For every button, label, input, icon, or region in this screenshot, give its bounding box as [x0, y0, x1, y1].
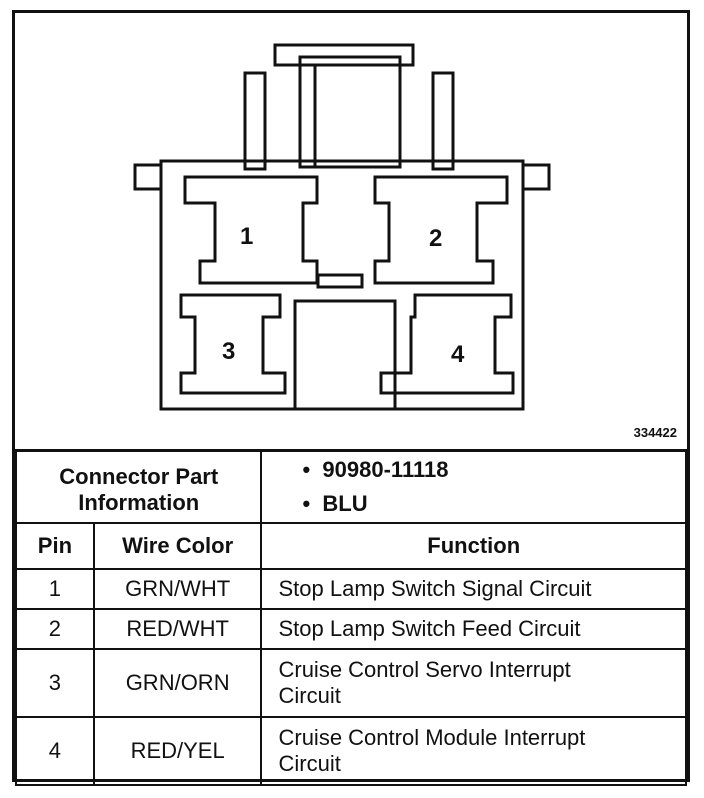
reference-number: 334422 — [633, 425, 677, 440]
info-label-line2: Information — [78, 489, 200, 515]
connector-info-label: Connector Part Information — [14, 449, 263, 524]
table-row: 4 RED/YEL Cruise Control Module Interrup… — [15, 716, 687, 786]
connector-info-row: Connector Part Information • 90980-11118… — [14, 449, 687, 524]
pin-label-1: 1 — [240, 223, 254, 250]
function-line-2: Circuit — [278, 683, 341, 708]
table-row: 2 RED/WHT Stop Lamp Switch Feed Circuit — [15, 608, 687, 650]
top-latch-tab — [273, 43, 415, 67]
info-item-color: • BLU — [302, 491, 368, 516]
function-line: Cruise Control Servo Interrupt — [278, 657, 571, 682]
connector-color: BLU — [322, 491, 368, 516]
row-pin: 2 — [15, 608, 95, 650]
row-wire-color: RED/YEL — [92, 716, 263, 786]
header-wire-color: Wire Color — [92, 522, 263, 570]
function-line: Stop Lamp Switch Feed Circuit — [278, 616, 581, 641]
row-wire-color: GRN/ORN — [92, 648, 263, 718]
row-pin: 3 — [15, 648, 95, 718]
right-post — [431, 71, 455, 171]
function-line: Stop Lamp Switch Signal Circuit — [278, 576, 592, 601]
center-recess — [293, 299, 397, 409]
info-label-line1: Connector Part — [59, 463, 219, 489]
table-row: 1 GRN/WHT Stop Lamp Switch Signal Circui… — [15, 568, 687, 610]
row-pin: 1 — [15, 568, 95, 610]
row-pin: 4 — [15, 716, 95, 786]
cavity-1 — [183, 175, 319, 285]
pinout-table: Connector Part Information • 90980-11118… — [14, 449, 687, 786]
connector-frame: 1 2 3 4 334422 Connector Part Informatio… — [12, 10, 690, 786]
row-function: Cruise Control Module Interrupt Circuit — [260, 716, 687, 786]
row-function: Stop Lamp Switch Feed Circuit — [260, 608, 687, 650]
cavity-2 — [373, 175, 509, 285]
cavity-4 — [379, 293, 515, 395]
header-pin: Pin — [15, 522, 95, 570]
table-row: 3 GRN/ORN Cruise Control Servo Interrupt… — [15, 648, 687, 718]
center-slot — [316, 273, 364, 289]
connector-diagram: 1 2 3 4 334422 — [15, 13, 687, 449]
pin-label-2: 2 — [429, 225, 443, 252]
part-number: 90980-11118 — [322, 457, 449, 482]
info-item-part-number: • 90980-11118 — [302, 457, 449, 482]
left-ear — [133, 163, 163, 191]
function-line-2: Circuit — [278, 751, 341, 776]
function-line: Cruise Control Module Interrupt — [278, 725, 586, 750]
header-function: Function — [260, 522, 687, 570]
cavity-3 — [179, 293, 287, 395]
row-wire-color: GRN/WHT — [92, 568, 263, 610]
pin-label-3: 3 — [222, 338, 236, 365]
connector-info-list: • 90980-11118 • BLU — [260, 449, 687, 524]
left-post — [243, 71, 267, 171]
row-function: Cruise Control Servo Interrupt Circuit — [260, 648, 687, 718]
table-header-row: Pin Wire Color Function — [15, 522, 687, 570]
right-ear — [521, 163, 551, 191]
connector-face-drawing — [133, 43, 551, 411]
row-function: Stop Lamp Switch Signal Circuit — [260, 568, 687, 610]
top-latch-body — [298, 55, 402, 169]
pin-label-4: 4 — [451, 341, 465, 368]
row-wire-color: RED/WHT — [92, 608, 263, 650]
connector-body — [159, 159, 525, 411]
